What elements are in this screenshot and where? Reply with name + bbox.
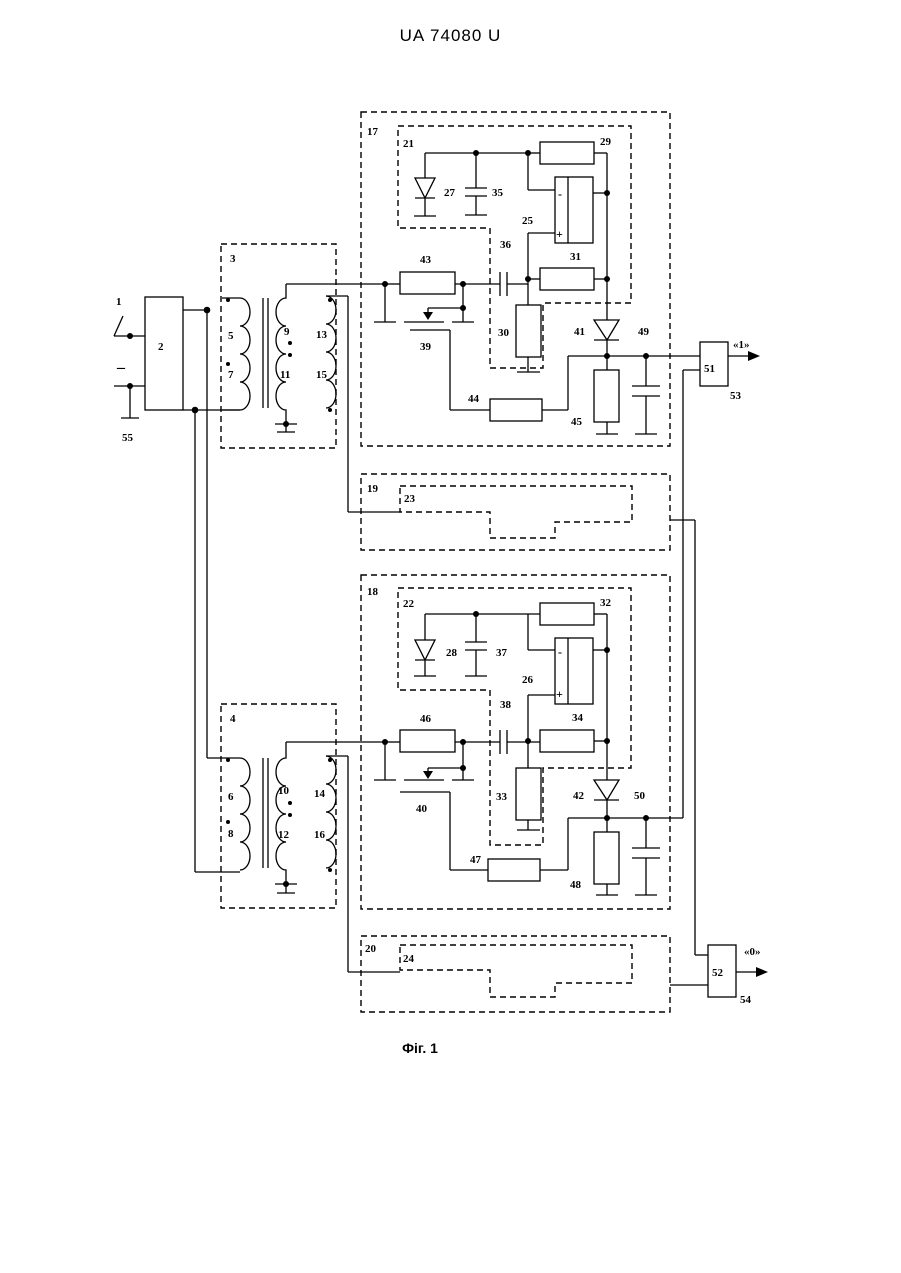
label-25: 25 [522, 215, 534, 227]
label-29: 29 [600, 136, 612, 148]
output-0-label: «0» [744, 946, 761, 958]
label-6: 6 [228, 791, 234, 803]
label-54: 54 [740, 994, 752, 1006]
block-17-circuit [374, 142, 700, 434]
label-53: 53 [730, 390, 742, 402]
label-11: 11 [280, 369, 290, 381]
figure-caption: Фіг. 1 [0, 1040, 840, 1056]
label-15: 15 [316, 369, 328, 381]
label-45: 45 [571, 416, 583, 428]
block-2 [145, 297, 183, 410]
label-4: 4 [230, 713, 236, 725]
label-30: 30 [498, 327, 510, 339]
label-47: 47 [470, 854, 482, 866]
output-logic [670, 342, 758, 997]
block-17 [361, 112, 670, 446]
label-42: 42 [573, 790, 585, 802]
label-20: 20 [365, 943, 377, 955]
block-21 [398, 126, 631, 368]
label-8: 8 [228, 828, 234, 840]
block-22 [398, 588, 631, 845]
label-43: 43 [420, 254, 432, 266]
label-18: 18 [367, 586, 379, 598]
label-37: 37 [496, 647, 508, 659]
label-22: 22 [403, 598, 415, 610]
label-10: 10 [278, 785, 290, 797]
transformer-4-windings [240, 742, 400, 972]
label-24: 24 [403, 953, 415, 965]
label-21: 21 [403, 138, 414, 150]
opamp-25-plus: + [556, 227, 563, 241]
block-24 [400, 945, 632, 997]
label-46: 46 [420, 713, 432, 725]
label-1: 1 [116, 296, 122, 308]
block-outlines [221, 112, 670, 1012]
label-49: 49 [638, 326, 650, 338]
label-14: 14 [314, 788, 326, 800]
label-35: 35 [492, 187, 504, 199]
output-1-label: «1» [733, 339, 750, 351]
label-32: 32 [600, 597, 612, 609]
label-17: 17 [367, 126, 379, 138]
block-18-circuit [374, 603, 683, 895]
label-3: 3 [230, 253, 236, 265]
label-38: 38 [500, 699, 512, 711]
label-48: 48 [570, 879, 582, 891]
label-7: 7 [228, 369, 234, 381]
transformer-3-windings [222, 284, 400, 512]
label-44: 44 [468, 393, 480, 405]
label-26: 26 [522, 674, 534, 686]
transformer-3 [221, 244, 336, 448]
label-27: 27 [444, 187, 456, 199]
block-20 [361, 936, 670, 1012]
label-minus: – [116, 359, 126, 376]
opamp-26-minus: - [558, 645, 562, 659]
label-40: 40 [416, 803, 428, 815]
label-52: 52 [712, 967, 724, 979]
label-34: 34 [572, 712, 584, 724]
label-19: 19 [367, 483, 379, 495]
label-55: 55 [122, 432, 134, 444]
opamp-25-minus: - [558, 187, 562, 201]
transformer-4 [221, 704, 336, 908]
label-13: 13 [316, 329, 328, 341]
label-16: 16 [314, 829, 326, 841]
block-23 [400, 486, 632, 538]
label-51: 51 [704, 363, 715, 375]
label-12: 12 [278, 829, 290, 841]
opamp-26-plus: + [556, 687, 563, 701]
input-section [114, 297, 240, 872]
label-39: 39 [420, 341, 432, 353]
label-31: 31 [570, 251, 581, 263]
label-9: 9 [284, 326, 290, 338]
label-2: 2 [158, 341, 164, 353]
label-23: 23 [404, 493, 416, 505]
label-5: 5 [228, 330, 234, 342]
label-41: 41 [574, 326, 585, 338]
label-33: 33 [496, 791, 508, 803]
label-50: 50 [634, 790, 646, 802]
label-28: 28 [446, 647, 458, 659]
label-36: 36 [500, 239, 512, 251]
